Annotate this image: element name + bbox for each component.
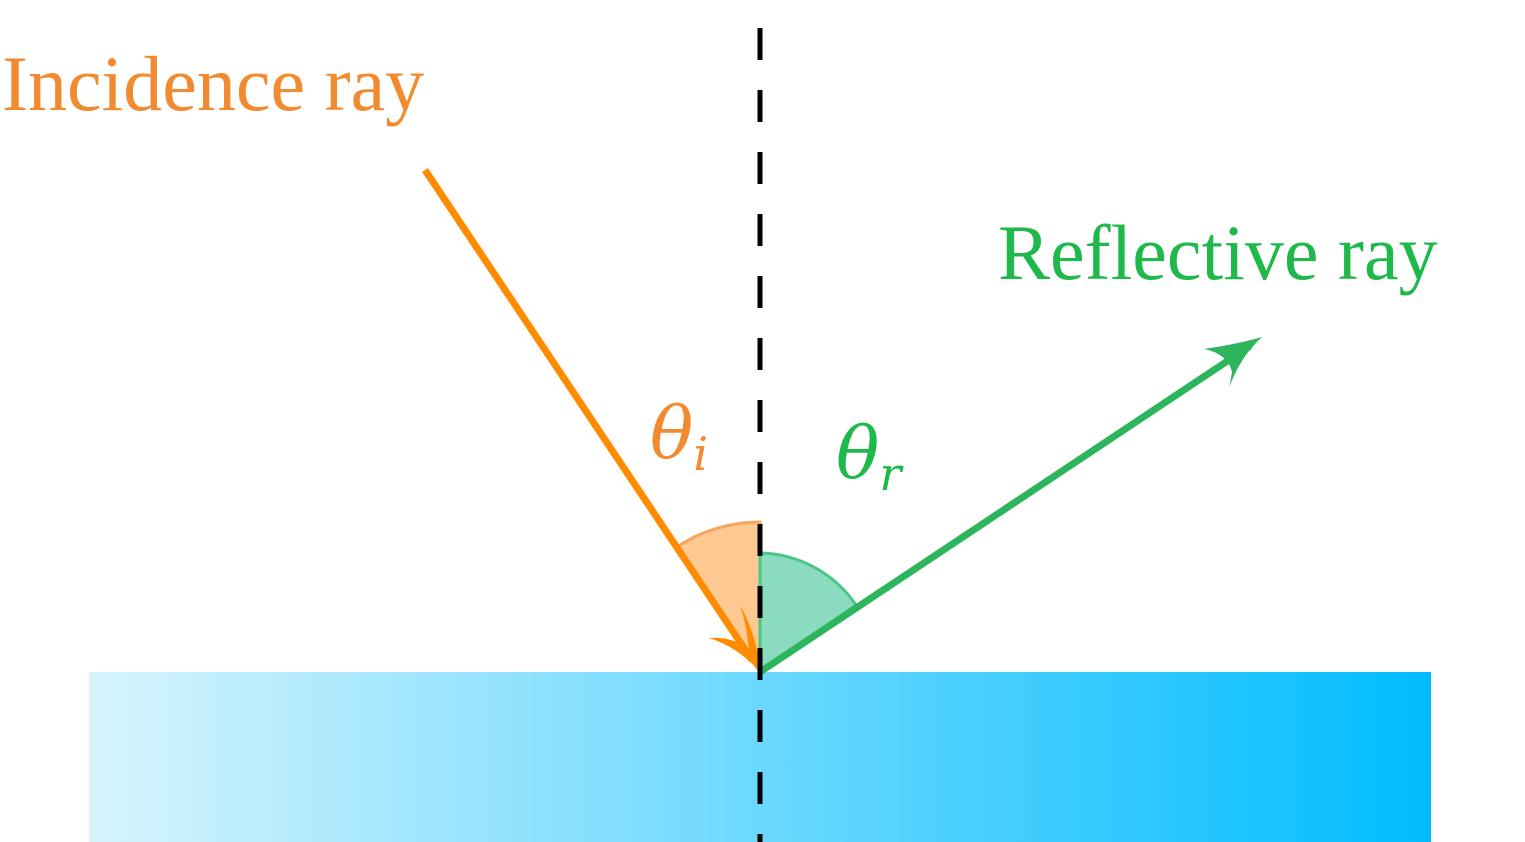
incidence-ray-label: Incidence ray	[2, 40, 424, 127]
reflective-ray-arrowhead	[1204, 337, 1262, 388]
theta-r-label: θr	[836, 411, 904, 501]
theta-r-symbol: θ	[836, 411, 879, 495]
incidence-ray-arrowhead	[709, 605, 760, 672]
reflection-angle-arc	[758, 551, 859, 675]
reflective-ray-label: Reflective ray	[998, 209, 1438, 296]
incidence-ray	[422, 168, 755, 662]
theta-i-label: θi	[650, 391, 708, 481]
theta-i-subscript: i	[693, 427, 708, 481]
theta-r-subscript: r	[879, 447, 904, 501]
reflective-ray	[758, 343, 1252, 675]
theta-i-symbol: θ	[650, 391, 693, 475]
reflective-surface	[89, 672, 1431, 842]
